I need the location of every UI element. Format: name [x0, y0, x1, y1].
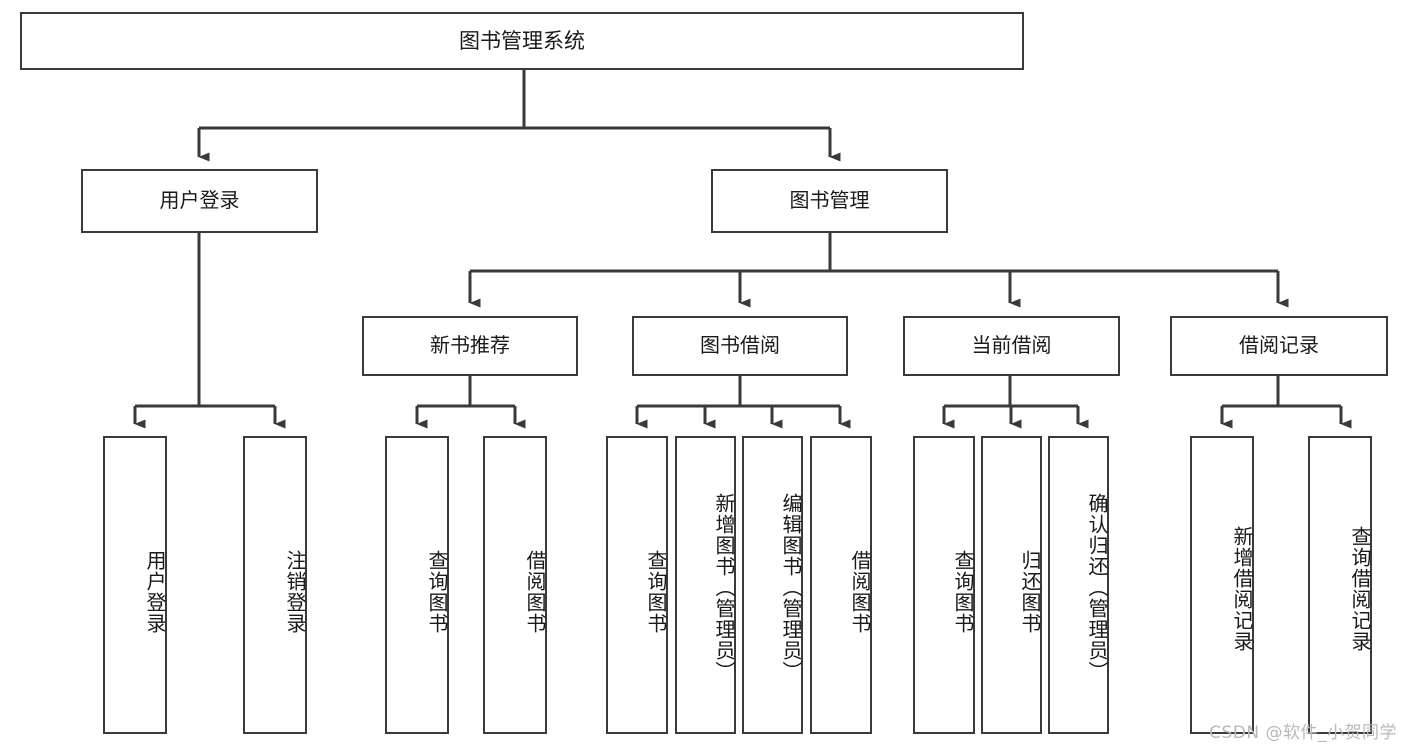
node-new-book-rec[interactable]: 新书推荐 — [362, 316, 578, 376]
node-leaf-add-book[interactable]: 新增图书（管理员） — [675, 436, 736, 734]
node-leaf-add-book-label: 新增图书（管理员） — [712, 493, 736, 682]
node-leaf-borrow-book-label: 借阅图书 — [848, 550, 872, 634]
node-leaf-query-record[interactable]: 查询借阅记录 — [1308, 436, 1372, 734]
node-leaf-query-book-borrow-label: 查询图书 — [644, 550, 668, 634]
node-user-login-label: 用户登录 — [159, 188, 240, 213]
node-book-borrow-label: 图书借阅 — [700, 333, 780, 358]
node-leaf-query-book-rec[interactable]: 查询图书 — [385, 436, 449, 734]
node-current-borrow[interactable]: 当前借阅 — [903, 316, 1120, 376]
node-leaf-add-record-label: 新增借阅记录 — [1230, 526, 1254, 652]
node-leaf-user-logout[interactable]: 注销登录 — [243, 436, 307, 734]
node-leaf-query-book-rec-label: 查询图书 — [425, 550, 449, 634]
node-root-system[interactable]: 图书管理系统 — [20, 12, 1024, 70]
node-leaf-borrow-book-rec[interactable]: 借阅图书 — [483, 436, 547, 734]
node-leaf-confirm-return-label: 确认归还（管理员） — [1085, 493, 1109, 682]
node-leaf-query-record-label: 查询借阅记录 — [1348, 526, 1372, 652]
node-leaf-query-book-borrow[interactable]: 查询图书 — [606, 436, 668, 734]
node-current-borrow-label: 当前借阅 — [971, 333, 1052, 358]
node-leaf-query-book-current-label: 查询图书 — [951, 550, 975, 634]
node-leaf-user-logout-label: 注销登录 — [283, 550, 307, 634]
node-leaf-user-login-label: 用户登录 — [143, 550, 167, 634]
watermark-text: CSDN @软件_小贺同学 — [1209, 723, 1397, 743]
node-leaf-return-book[interactable]: 归还图书 — [981, 436, 1042, 734]
node-root-system-label: 图书管理系统 — [459, 28, 585, 53]
node-leaf-borrow-book[interactable]: 借阅图书 — [810, 436, 872, 734]
node-leaf-user-login[interactable]: 用户登录 — [103, 436, 167, 734]
node-book-manage[interactable]: 图书管理 — [711, 169, 948, 233]
node-book-borrow[interactable]: 图书借阅 — [632, 316, 848, 376]
node-leaf-borrow-book-rec-label: 借阅图书 — [523, 550, 547, 634]
node-borrow-record-label: 借阅记录 — [1239, 333, 1319, 358]
node-book-manage-label: 图书管理 — [789, 188, 870, 213]
node-leaf-edit-book-label: 编辑图书（管理员） — [779, 493, 803, 682]
node-leaf-query-book-current[interactable]: 查询图书 — [913, 436, 975, 734]
node-leaf-add-record[interactable]: 新增借阅记录 — [1190, 436, 1254, 734]
node-user-login[interactable]: 用户登录 — [81, 169, 318, 233]
node-leaf-confirm-return[interactable]: 确认归还（管理员） — [1048, 436, 1109, 734]
node-leaf-return-book-label: 归还图书 — [1018, 550, 1042, 634]
node-borrow-record[interactable]: 借阅记录 — [1170, 316, 1388, 376]
node-leaf-edit-book[interactable]: 编辑图书（管理员） — [742, 436, 803, 734]
node-new-book-rec-label: 新书推荐 — [430, 333, 510, 358]
